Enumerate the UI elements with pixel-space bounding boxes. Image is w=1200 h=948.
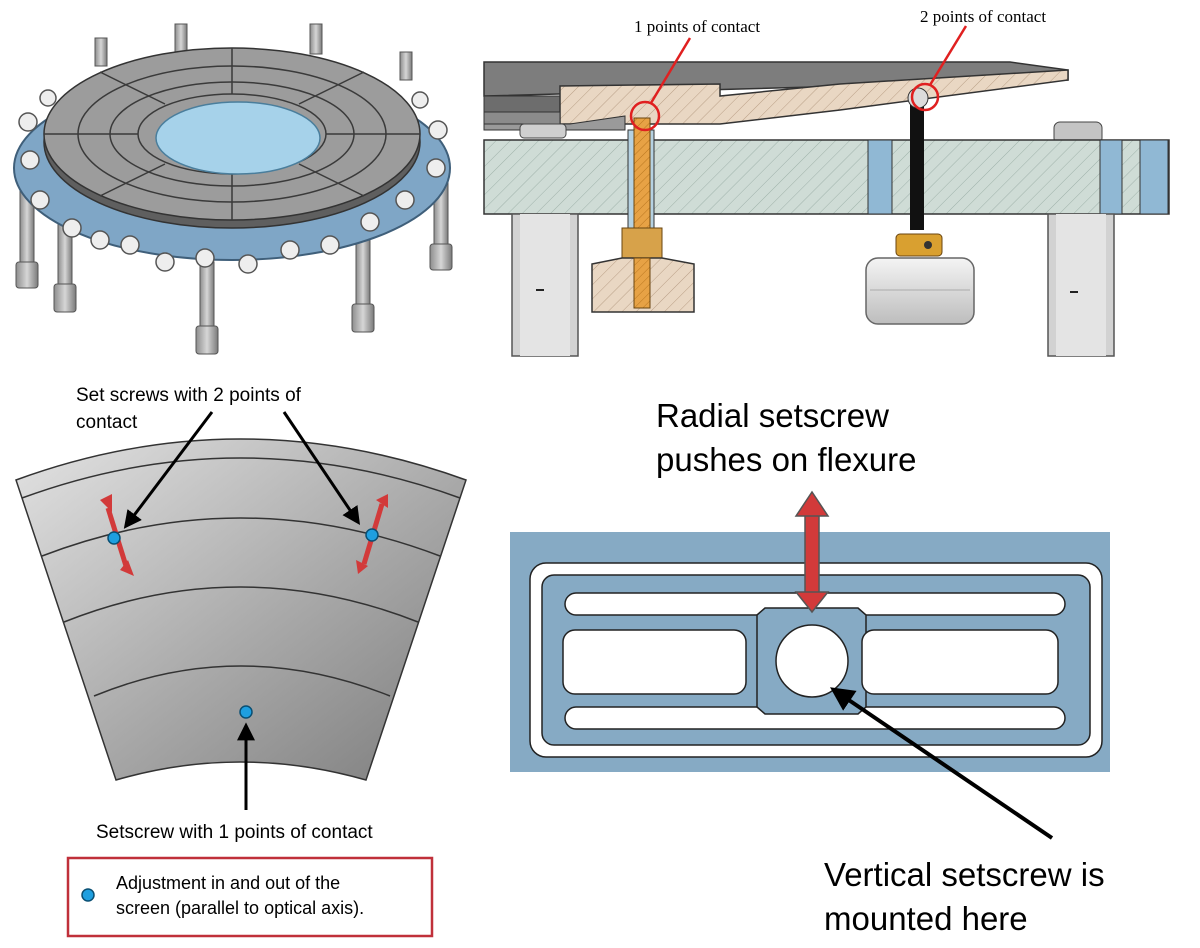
legend-box: Adjustment in and out of the screen (par… (66, 856, 434, 938)
label-two-points-contact: 2 points of contact (920, 7, 1046, 26)
setscrew-dot-bottom (239, 705, 253, 719)
vertical-setscrew-two-contact (910, 100, 924, 230)
legend-text-line1: Adjustment in and out of the (116, 873, 340, 893)
radial-push-arrow (794, 490, 830, 614)
assembly-3d-view (13, 23, 453, 355)
plate-segment (15, 438, 467, 781)
contact-marker-two (910, 82, 940, 112)
cross-section-view: 1 points of contact 2 points of contact (483, 7, 1170, 357)
label-setscrew-one-contact: Setscrew with 1 points of contact (96, 822, 373, 843)
label-set-screws-two-contact: Set screws with 2 points of contact (76, 385, 306, 433)
legend-text-line2: screen (parallel to optical axis). (116, 898, 364, 918)
setscrew-dot-left (107, 531, 121, 545)
legend-marker (81, 888, 95, 902)
segment-lines (44, 48, 420, 220)
setscrew-dot-right (365, 528, 379, 542)
label-radial-setscrew: Radial setscrew pushes on flexure (656, 397, 917, 478)
adjustment-screws (18, 89, 448, 274)
base-plate-section (483, 139, 1170, 215)
flexure-view: Radial setscrew pushes on flexure Vertic… (510, 397, 1114, 937)
setscrew-hole (775, 624, 849, 698)
lens (155, 101, 321, 175)
segment-view: Set screws with 2 points of contact Sets… (15, 385, 467, 843)
label-one-point-contact: 1 points of contact (634, 17, 760, 36)
label-vertical-setscrew: Vertical setscrew is mounted here (824, 856, 1114, 937)
contact-marker-one (629, 100, 661, 132)
